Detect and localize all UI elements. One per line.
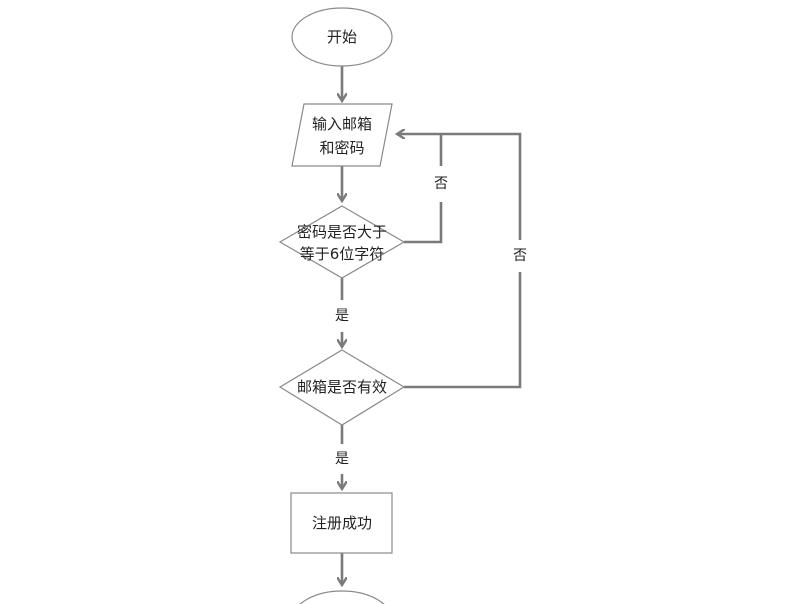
node-end[interactable] (292, 590, 392, 604)
node-input-label-line2: 和密码 (319, 139, 364, 157)
edge-email-no (404, 272, 522, 389)
process-shape (290, 492, 393, 554)
decision-shape (278, 349, 406, 426)
terminator-shape (291, 7, 393, 67)
node-start[interactable]: 开始 (291, 7, 393, 67)
node-email-check[interactable]: 邮箱是否有效 (278, 349, 406, 426)
node-password-check[interactable]: 密码是否大于 等于6位字符 (278, 205, 406, 279)
node-password-check-line1: 密码是否大于 (297, 223, 387, 241)
edge-label-password-yes: 是 (335, 308, 349, 324)
node-success[interactable]: 注册成功 (290, 492, 393, 554)
edge-password-no (404, 202, 443, 244)
decision-shape (278, 205, 406, 279)
node-password-check-line2: 等于6位字符 (300, 245, 385, 263)
edge-label-password-no: 否 (434, 176, 448, 192)
node-input[interactable]: 输入邮箱 和密码 (291, 103, 393, 167)
edge-email-no-upper (398, 134, 522, 240)
node-input-label-line1: 输入邮箱 (312, 115, 372, 133)
terminator-shape (299, 590, 385, 604)
node-success-label: 注册成功 (312, 514, 372, 532)
node-start-label: 开始 (327, 28, 357, 46)
connectors (342, 66, 522, 584)
edge-label-email-yes: 是 (335, 451, 349, 467)
data-shape (291, 103, 393, 167)
node-email-check-label: 邮箱是否有效 (297, 378, 387, 396)
edge-label-email-no: 否 (513, 248, 527, 264)
